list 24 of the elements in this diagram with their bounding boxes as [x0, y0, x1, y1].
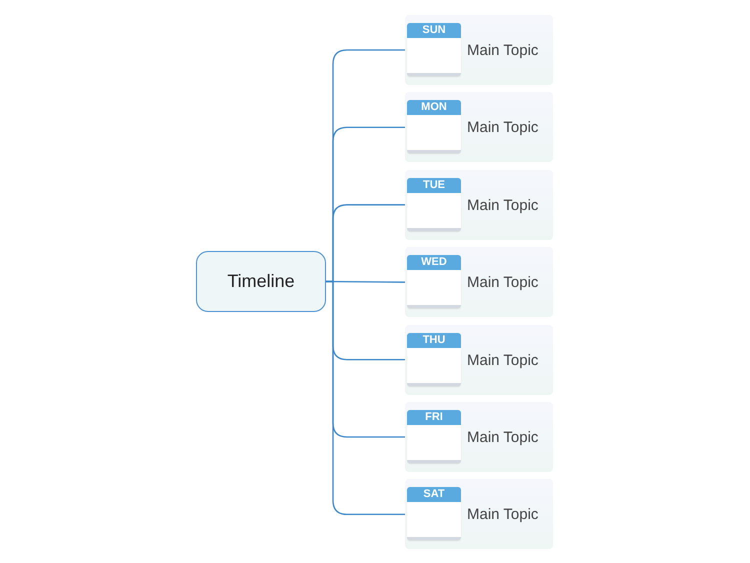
topic-text: Main Topic: [467, 196, 538, 216]
topic-panel: [405, 402, 553, 472]
day-header: THU: [407, 332, 461, 348]
topic-panel: [405, 247, 553, 318]
topic-panel: [405, 479, 553, 550]
topic-text: Main Topic: [467, 273, 538, 294]
day-header: SAT: [407, 487, 461, 502]
topic-panel: [405, 170, 553, 240]
connector-line: [326, 280, 405, 516]
topic-text: Main Topic: [467, 350, 538, 371]
central-topic-text: Timeline: [227, 270, 295, 293]
topic-text: Main Topic: [467, 428, 538, 448]
day-header: TUE: [407, 178, 461, 193]
central-topic-box: [196, 251, 326, 312]
topic-text: Main Topic: [467, 41, 538, 61]
topic-panel: [405, 324, 553, 395]
topic-text: Main Topic: [467, 118, 538, 138]
topic-panel: [405, 15, 553, 85]
day-header: WED: [407, 255, 461, 270]
topic-panel: [405, 92, 553, 162]
day-header: SUN: [407, 23, 461, 38]
topic-text: Main Topic: [467, 505, 538, 526]
day-header: FRI: [407, 410, 461, 425]
day-header: MON: [407, 100, 461, 116]
